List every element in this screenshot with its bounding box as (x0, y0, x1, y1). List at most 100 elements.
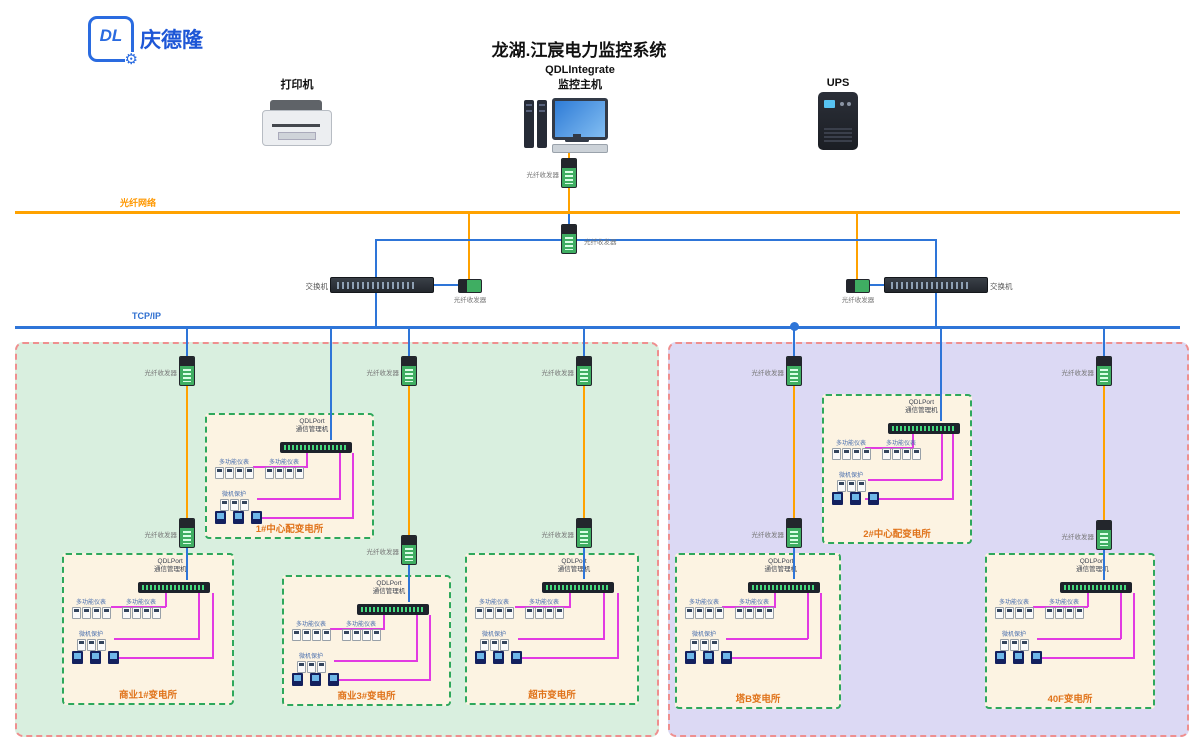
gateway-label-line2: 通信管理机 (372, 588, 406, 596)
meter-cluster: 多功能仪表 (338, 619, 384, 641)
switch-label: 交换机 (305, 282, 329, 291)
gateway-label-line2: 通信管理机 (905, 407, 938, 415)
meter-cluster: 多功能仪表 (521, 597, 567, 619)
meter-icons (471, 639, 517, 651)
gateway-label: QDLPort 通信管理机 (1053, 558, 1131, 575)
substation-title: 40F变电所 (1047, 694, 1093, 705)
serial-line (256, 498, 341, 500)
meter-cluster-label: 微机保护 (481, 632, 506, 638)
gateway-device-icon (888, 423, 961, 434)
serial-line (114, 638, 201, 640)
terminal-device-icons (995, 651, 1042, 664)
fiber-transceiver-icon (576, 518, 592, 548)
meter-cluster-label: 多功能仪表 (478, 600, 509, 606)
terminal-device-icon (1013, 651, 1024, 664)
serial-line (864, 498, 954, 500)
gateway-label: QDLPort 通信管理机 (882, 399, 960, 416)
meter-cluster: 多功能仪表 (68, 597, 114, 619)
ethernet-drop-line (186, 546, 188, 580)
gateway-label-line1: QDLPort (376, 580, 402, 587)
fiber-transceiver-label: 光纤收发器 (1061, 534, 1095, 541)
meter-cluster-label: 多功能仪表 (835, 441, 866, 447)
fiber-drop-line (408, 384, 410, 535)
gateway-label-line1: QDLPort (561, 558, 587, 565)
serial-line (806, 593, 809, 639)
ethernet-drop-line (583, 546, 585, 579)
meter-icons (521, 607, 567, 619)
meter-icons (991, 639, 1037, 651)
network-junction-dot (790, 322, 799, 331)
fiber-drop-line (186, 384, 188, 518)
fiber-transceiver-label: 光纤收发器 (584, 239, 617, 246)
substation-box-center-2: QDLPort 通信管理机 多功能仪表 多功能仪表 微机保护 2#中心配变电所 (822, 394, 972, 544)
fiber-transceiver-label: 光纤收发器 (453, 297, 487, 304)
gateway-label-line1: QDLPort (768, 558, 794, 565)
meter-cluster-label: 微机保护 (298, 654, 323, 660)
gateway-ports (545, 585, 610, 590)
gateway-device-icon (541, 582, 614, 593)
substation-title: 超市变电所 (528, 690, 576, 701)
fiber-drop-line (793, 384, 795, 518)
server-tower-icon (537, 100, 547, 148)
meter-icons (68, 607, 114, 619)
meter-icons (288, 629, 334, 641)
meter-cluster-label: 多功能仪表 (998, 600, 1029, 606)
meter-cluster-label: 多功能仪表 (738, 600, 769, 606)
substation-title: 塔B变电所 (735, 694, 781, 705)
ethernet-drop-line (1103, 548, 1105, 580)
meter-cluster-label: 微机保护 (78, 632, 103, 638)
gateway-ports (283, 445, 348, 450)
serial-line (333, 660, 418, 662)
fiber-transceiver-label: 光纤收发器 (366, 549, 400, 556)
switch-label: 交换机 (990, 282, 1013, 291)
terminal-device-icon (850, 492, 861, 505)
terminal-device-icon (251, 511, 262, 524)
fiber-transceiver-icon (401, 535, 417, 565)
gateway-label: QDLPort 通信管理机 (742, 558, 820, 575)
fiber-transceiver-label: 光纤收发器 (541, 532, 575, 539)
terminal-device-icon (703, 651, 714, 664)
serial-line (819, 593, 822, 659)
ups-button (847, 102, 851, 106)
fiber-transceiver-label: 光纤收发器 (366, 370, 400, 377)
ethernet-line (432, 284, 458, 286)
logo-monogram: DL (99, 26, 123, 45)
meter-cluster-label: 微机保护 (221, 492, 246, 498)
fiber-transceiver-icon (786, 518, 802, 548)
terminal-device-icons (72, 651, 119, 664)
substation-box-supermarket: QDLPort 通信管理机 多功能仪表 多功能仪表 微机保护 超市变电所 (465, 553, 639, 705)
meter-cluster: 多功能仪表 (1041, 597, 1087, 619)
serial-line (518, 638, 605, 640)
terminal-device-icon (310, 673, 321, 686)
substation-title: 1#中心配变电所 (255, 524, 324, 535)
serial-line (198, 593, 201, 639)
fiber-transceiver-label: 光纤收发器 (526, 172, 560, 179)
terminal-device-icon (292, 673, 303, 686)
meter-icons (261, 467, 307, 479)
meter-icons (118, 607, 164, 619)
ups-display (824, 100, 835, 108)
ups-icon (818, 92, 858, 150)
monitor-base (565, 139, 589, 142)
meter-icons (288, 661, 334, 673)
substation-title: 2#中心配变电所 (863, 529, 931, 540)
fiber-transceiver-label: 光纤收发器 (144, 370, 178, 377)
serial-line (306, 453, 308, 467)
keyboard-icon (552, 144, 608, 153)
meter-cluster-label: 微机保护 (691, 632, 716, 638)
fiber-transceiver-label: 光纤收发器 (541, 370, 575, 377)
gateway-device-icon (1060, 582, 1133, 593)
meter-cluster: 微机保护 (68, 629, 114, 651)
substation-box-shangye-1: QDLPort 通信管理机 多功能仪表 多功能仪表 微机保护 商业1#变电所 (62, 553, 234, 705)
terminal-device-icon (328, 673, 339, 686)
substation-box-tower-b: QDLPort 通信管理机 多功能仪表 多功能仪表 微机保护 塔B变电所 (675, 553, 841, 709)
meter-cluster: 微机保护 (211, 489, 257, 511)
serial-line (603, 593, 605, 639)
meter-cluster-label: 多功能仪表 (268, 460, 299, 466)
meter-icons (211, 499, 257, 511)
fiber-drop-line (1103, 384, 1105, 520)
fiber-transceiver-label: 光纤收发器 (751, 370, 785, 377)
ups-button (840, 102, 844, 106)
terminal-device-icon (475, 651, 486, 664)
